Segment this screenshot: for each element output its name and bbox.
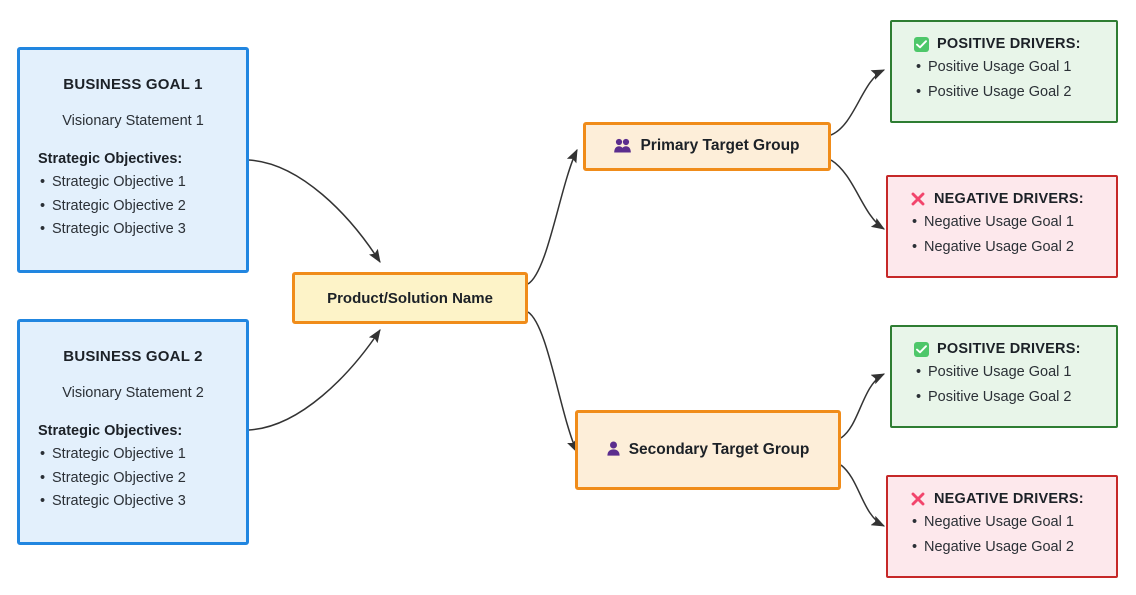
list-item: Strategic Objective 2 (40, 467, 228, 491)
list-item: Negative Usage Goal 1 (912, 510, 1102, 535)
edge-secondary-to-positive (840, 373, 886, 439)
product-solution-node[interactable]: Product/Solution Name (292, 272, 528, 324)
positive-drivers-primary-node[interactable]: POSITIVE DRIVERS: Positive Usage Goal 1 … (890, 20, 1118, 123)
edge-goal2-to-product (248, 329, 381, 431)
list-item: Negative Usage Goal 2 (912, 535, 1102, 560)
secondary-target-group-label: Secondary Target Group (628, 440, 810, 458)
list-item: Positive Usage Goal 2 (916, 80, 1102, 105)
secondary-target-group-node[interactable]: Secondary Target Group (575, 410, 841, 490)
negative-drivers-primary-heading: NEGATIVE DRIVERS: (910, 191, 1102, 207)
cross-mark-icon (910, 191, 926, 207)
positive-drivers-secondary-heading: POSITIVE DRIVERS: (914, 341, 1102, 357)
list-item: Strategic Objective 1 (40, 171, 228, 195)
person-icon (607, 441, 620, 459)
positive-drivers-secondary-list: Positive Usage Goal 1 Positive Usage Goa… (914, 360, 1102, 410)
primary-target-group-label: Primary Target Group (640, 137, 800, 155)
list-item: Strategic Objective 2 (40, 195, 228, 219)
check-box-icon (914, 36, 929, 52)
product-solution-label: Product/Solution Name (327, 289, 493, 307)
negative-drivers-secondary-heading-text: NEGATIVE DRIVERS: (934, 491, 1084, 508)
negative-drivers-primary-list: Negative Usage Goal 1 Negative Usage Goa… (910, 210, 1102, 260)
list-item: Strategic Objective 3 (40, 490, 228, 514)
positive-drivers-secondary-node[interactable]: POSITIVE DRIVERS: Positive Usage Goal 1 … (890, 325, 1118, 428)
business-goal-1-objectives-list: Strategic Objective 1 Strategic Objectiv… (38, 171, 228, 243)
positive-drivers-primary-list: Positive Usage Goal 1 Positive Usage Goa… (914, 55, 1102, 105)
business-goal-2-objectives-label: Strategic Objectives: (38, 422, 183, 439)
edge-product-to-secondary (527, 311, 578, 454)
list-item: Positive Usage Goal 1 (916, 55, 1102, 80)
edge-goal1-to-product (248, 159, 381, 264)
edge-primary-to-positive (830, 69, 886, 136)
business-goal-2-objectives-list: Strategic Objective 1 Strategic Objectiv… (38, 443, 228, 515)
negative-drivers-secondary-heading: NEGATIVE DRIVERS: (910, 491, 1102, 507)
edge-primary-to-negative (830, 159, 886, 230)
business-goal-1-title: BUSINESS GOAL 1 (63, 75, 203, 93)
cross-mark-icon (910, 491, 926, 507)
list-item: Negative Usage Goal 1 (912, 210, 1102, 235)
list-item: Negative Usage Goal 2 (912, 235, 1102, 260)
negative-drivers-primary-node[interactable]: NEGATIVE DRIVERS: Negative Usage Goal 1 … (886, 175, 1118, 278)
check-box-icon (914, 341, 929, 357)
negative-drivers-secondary-list: Negative Usage Goal 1 Negative Usage Goa… (910, 510, 1102, 560)
list-item: Strategic Objective 1 (40, 443, 228, 467)
positive-drivers-primary-heading-text: POSITIVE DRIVERS: (937, 36, 1081, 53)
two-persons-icon (614, 138, 632, 156)
positive-drivers-secondary-heading-text: POSITIVE DRIVERS: (937, 341, 1081, 358)
business-goal-1-vision: Visionary Statement 1 (62, 112, 204, 129)
edge-secondary-to-negative (840, 464, 886, 527)
list-item: Positive Usage Goal 2 (916, 385, 1102, 410)
business-goal-2-node[interactable]: BUSINESS GOAL 2 Visionary Statement 2 St… (17, 319, 249, 545)
business-goal-1-objectives-label: Strategic Objectives: (38, 150, 183, 167)
list-item: Strategic Objective 3 (40, 218, 228, 242)
positive-drivers-primary-heading: POSITIVE DRIVERS: (914, 36, 1102, 52)
negative-drivers-secondary-node[interactable]: NEGATIVE DRIVERS: Negative Usage Goal 1 … (886, 475, 1118, 578)
business-goal-1-node[interactable]: BUSINESS GOAL 1 Visionary Statement 1 St… (17, 47, 249, 273)
business-goal-2-title: BUSINESS GOAL 2 (63, 347, 203, 365)
negative-drivers-primary-heading-text: NEGATIVE DRIVERS: (934, 191, 1084, 208)
list-item: Positive Usage Goal 1 (916, 360, 1102, 385)
business-goal-2-vision: Visionary Statement 2 (62, 384, 204, 401)
edge-product-to-primary (527, 148, 578, 285)
primary-target-group-node[interactable]: Primary Target Group (583, 122, 831, 171)
